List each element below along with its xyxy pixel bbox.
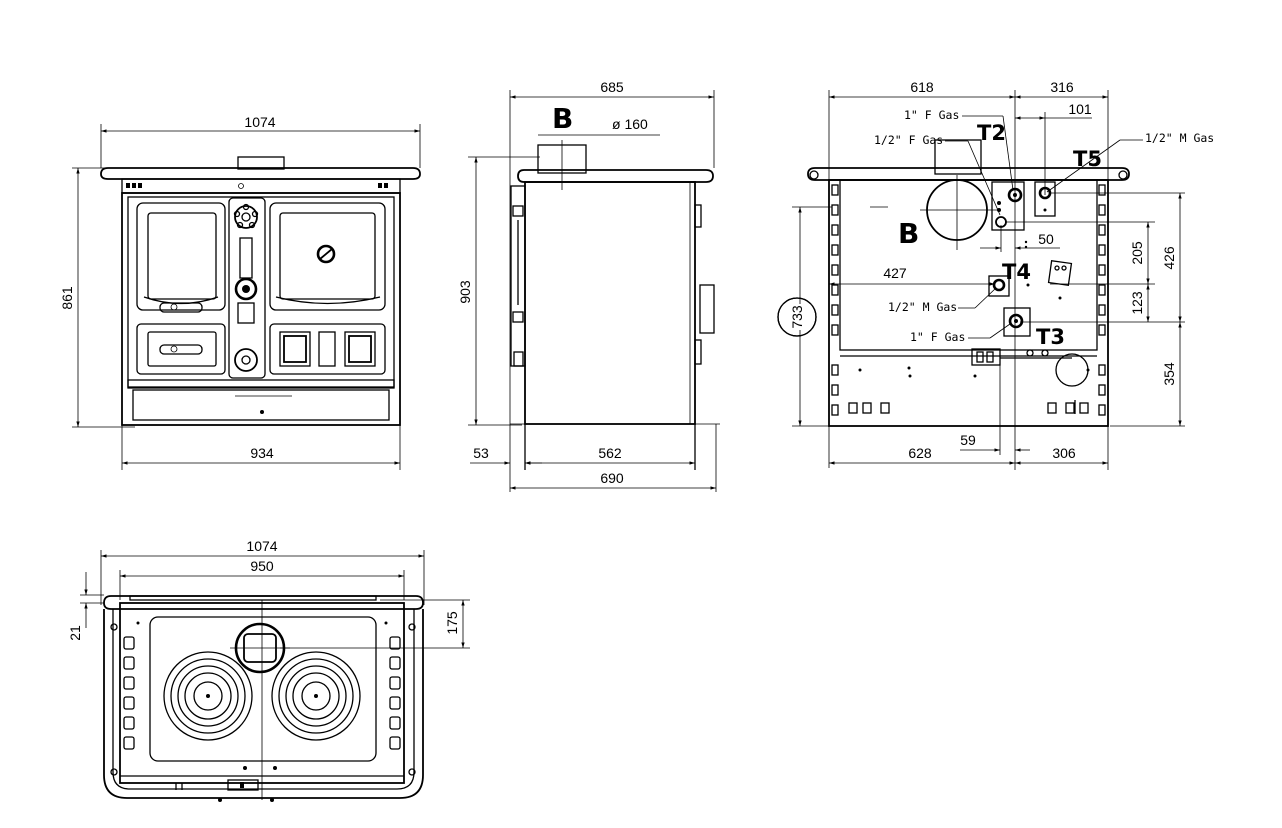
- rear-gas-1f-top: 1" F Gas: [904, 108, 959, 122]
- rear-gas-half-m-left: 1/2" M Gas: [888, 300, 957, 314]
- rear-circled-label: 733: [789, 305, 805, 329]
- top-view: 1074 950 21 175: [67, 538, 470, 802]
- rear-gas-1f-bottom: 1" F Gas: [910, 330, 965, 344]
- rear-top-right-label: 316: [1050, 79, 1074, 95]
- side-rear-offset-label: 53: [473, 445, 489, 461]
- rear-v123-label: 123: [1129, 291, 1145, 315]
- rear-gas-half-m-right: 1/2" M Gas: [1145, 131, 1214, 145]
- rear-gas-half-f: 1/2" F Gas: [874, 133, 943, 147]
- rear-v205-label: 205: [1129, 241, 1145, 265]
- rear-d50-label: 50: [1038, 231, 1054, 247]
- top-inner-width-label: 950: [250, 558, 274, 574]
- rear-top-left-label: 618: [910, 79, 934, 95]
- rear-t4-label: T4: [1002, 260, 1031, 284]
- side-depth-label: 685: [600, 79, 624, 95]
- top-d175-label: 175: [444, 611, 460, 635]
- rear-v426-label: 426: [1161, 246, 1177, 270]
- rear-view: 618 316 101 1" F Gas 1/2" F Gas T2 T5 1/…: [777, 79, 1214, 470]
- side-body-depth-label: 562: [598, 445, 622, 461]
- side-flue-letter: B: [552, 102, 573, 135]
- rear-t3-label: T3: [1036, 325, 1065, 349]
- top-total-width-label: 1074: [246, 538, 277, 554]
- top-d21-label: 21: [67, 625, 83, 641]
- rear-t2-label: T2: [977, 121, 1006, 145]
- rear-flue-letter: B: [898, 217, 919, 250]
- front-view: 1074 861: [59, 114, 421, 470]
- side-flue-diameter: ø 160: [612, 116, 648, 132]
- side-view: 685 B ø 160 903 53 56: [457, 79, 720, 492]
- side-height-label: 903: [457, 280, 473, 304]
- rear-bottom-left-label: 628: [908, 445, 932, 461]
- front-width-label: 1074: [244, 114, 275, 130]
- rear-bottom-right-label: 306: [1052, 445, 1076, 461]
- rear-d59-label: 59: [960, 432, 976, 448]
- front-height-label: 861: [59, 286, 75, 310]
- rear-t5-offset-label: 101: [1068, 101, 1092, 117]
- rear-t5-label: T5: [1073, 147, 1102, 171]
- front-base-width-label: 934: [250, 445, 274, 461]
- side-total-depth-label: 690: [600, 470, 624, 486]
- rear-v354-label: 354: [1161, 362, 1177, 386]
- rear-d427-label: 427: [883, 265, 907, 281]
